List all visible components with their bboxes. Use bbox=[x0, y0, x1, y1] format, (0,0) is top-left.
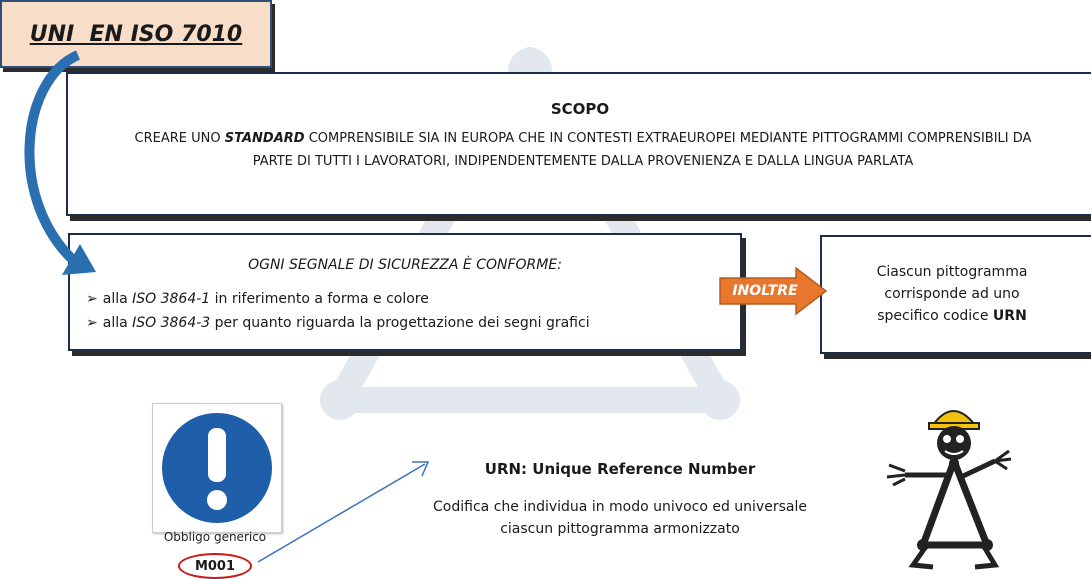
inoltre-label: INOLTRE bbox=[732, 283, 798, 299]
urn-definition-text: Codifica che individua in modo univoco e… bbox=[433, 499, 807, 537]
urn-definition-title: URN: Unique Reference Number bbox=[484, 460, 756, 478]
worker-mascot-icon bbox=[886, 410, 1012, 570]
conformity-heading: OGNI SEGNALE DI SICUREZZA È CONFORME: bbox=[248, 257, 562, 273]
conformity-box: OGNI SEGNALE DI SICUREZZA È CONFORME: ➢a… bbox=[68, 233, 742, 351]
standard-emphasis: STANDARD bbox=[224, 131, 305, 146]
inoltre-arrow-icon bbox=[719, 266, 828, 316]
urn-note-text: Ciascun pittogramma corrisponde ad uno s… bbox=[876, 264, 1028, 324]
mandatory-sign-card bbox=[152, 403, 282, 533]
urn-note-box: Ciascun pittogramma corrisponde ad uno s… bbox=[820, 235, 1091, 354]
exclamation-icon bbox=[162, 413, 272, 523]
scope-text: CREARE UNO STANDARD COMPRENSIBILE SIA IN… bbox=[134, 131, 1032, 169]
standard-title: UNI EN ISO 7010 bbox=[29, 21, 243, 47]
sign-caption: Obbligo generico bbox=[163, 530, 267, 544]
standard-title-box: UNI EN ISO 7010 bbox=[0, 0, 272, 68]
scope-heading: SCOPO bbox=[550, 100, 610, 118]
scope-box: SCOPO CREARE UNO STANDARD COMPRENSIBILE … bbox=[66, 72, 1091, 216]
sign-code: M001 bbox=[178, 553, 252, 579]
conformity-item: ➢alla ISO 3864-3 per quanto riguarda la … bbox=[86, 315, 590, 331]
bullet-arrow-icon: ➢ bbox=[86, 315, 98, 331]
conformity-item: ➢alla ISO 3864-1 in riferimento a forma … bbox=[86, 291, 429, 307]
bullet-arrow-icon: ➢ bbox=[86, 291, 98, 307]
